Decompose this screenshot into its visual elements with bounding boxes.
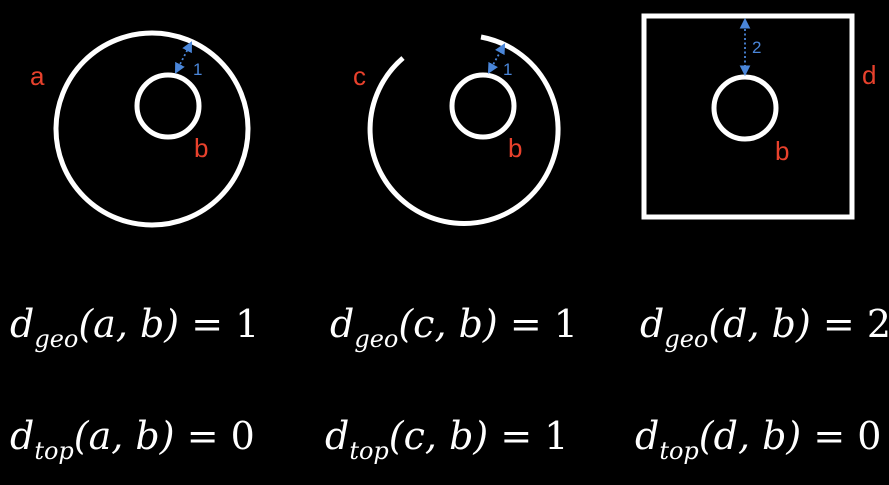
panel-d: 2 d b <box>641 13 876 220</box>
equals: = <box>822 302 855 346</box>
inner-circle-b <box>449 72 517 140</box>
args: (c, b) <box>388 414 489 458</box>
outer-label-a: a <box>30 61 45 91</box>
outer-label-d: d <box>862 60 876 90</box>
equals: = <box>813 414 846 458</box>
formula-geo-d: dgeo(d, b) = 2 <box>640 302 889 353</box>
formula-top-d: dtop(d, b) = 0 <box>635 414 881 465</box>
value: 1 <box>235 302 260 346</box>
inner-circle-b <box>134 72 202 140</box>
args: (d, b) <box>698 414 802 458</box>
distance-label: 2 <box>752 38 761 57</box>
outer-square-d <box>641 13 855 220</box>
subscript: geo <box>354 325 399 353</box>
value: 1 <box>544 414 569 458</box>
d-symbol: d <box>330 302 355 346</box>
d-symbol: d <box>635 414 660 458</box>
args: (a, b) <box>73 414 175 458</box>
distance-arrow <box>175 41 192 74</box>
equals: = <box>186 414 219 458</box>
subscript: top <box>659 437 699 465</box>
distance-label: 1 <box>503 60 512 79</box>
inner-label-b: b <box>508 133 522 163</box>
formula-top-c: dtop(c, b) = 1 <box>325 414 568 465</box>
value: 0 <box>857 414 882 458</box>
formula-top-a: dtop(a, b) = 0 <box>10 414 255 465</box>
subscript: top <box>349 437 389 465</box>
inner-label-b: b <box>775 136 789 166</box>
outer-arc-c <box>367 34 561 226</box>
subscript: geo <box>34 325 79 353</box>
subscript: top <box>34 437 74 465</box>
inner-label-b: b <box>194 133 208 163</box>
d-symbol: d <box>640 302 665 346</box>
subscript: geo <box>664 325 709 353</box>
diagram-canvas: 1 a b 1 c b 2 d b <box>30 13 876 228</box>
d-symbol: d <box>10 302 35 346</box>
inner-circle-b <box>711 74 779 142</box>
args: (a, b) <box>78 302 180 346</box>
equals: = <box>509 302 542 346</box>
distance-label: 1 <box>193 60 202 79</box>
outer-circle-a <box>53 30 251 228</box>
args: (d, b) <box>708 302 811 346</box>
formula-geo-a: dgeo(a, b) = 1 <box>10 302 259 353</box>
equals: = <box>500 414 533 458</box>
panel-a: 1 a b <box>30 30 251 228</box>
formula-geo-c: dgeo(c, b) = 1 <box>330 302 578 353</box>
args: (c, b) <box>398 302 498 346</box>
value: 2 <box>866 302 889 346</box>
distance-arrow <box>487 43 506 74</box>
value: 0 <box>230 414 255 458</box>
d-symbol: d <box>325 414 350 458</box>
panel-c: 1 c b <box>353 34 561 226</box>
outer-label-c: c <box>353 61 366 91</box>
value: 1 <box>553 302 578 346</box>
equals: = <box>191 302 224 346</box>
d-symbol: d <box>10 414 35 458</box>
